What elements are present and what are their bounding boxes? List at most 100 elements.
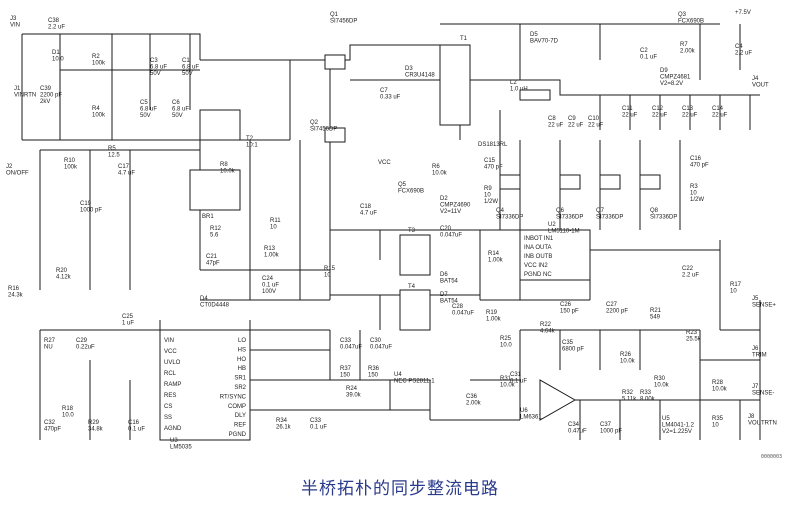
u3-right-pin-label: HS — [238, 347, 246, 353]
label-t1: T1 — [460, 36, 468, 42]
u3-right-pin-label: SR2 — [234, 385, 246, 391]
l2-inductor — [519, 89, 551, 101]
u6-opamp — [539, 379, 577, 421]
u3-controller-ic — [159, 329, 251, 441]
u3-right-pin-label: HB — [238, 366, 246, 372]
u3-right-pin-label: COMP — [228, 404, 246, 410]
q6-mosfet — [559, 174, 581, 190]
u3-right-pin-label: PGND — [229, 432, 247, 438]
label-t3: T3 — [408, 228, 416, 234]
u2-pin-label: VCC IN2 — [524, 263, 548, 269]
label-t4: T4 — [408, 284, 416, 290]
u3-right-pin-label: RT/SYNC — [220, 394, 247, 400]
label-vcc: VCC — [378, 160, 391, 166]
u3-left-pin-label: VCC — [164, 349, 177, 355]
u3-right-pin-label: LO — [238, 338, 246, 344]
u2-driver-ic — [519, 229, 591, 281]
q7-mosfet — [599, 174, 621, 190]
u3-right-pin-label: REF — [234, 423, 246, 429]
u3-right-pin-label: DLY — [235, 413, 246, 419]
u3-left-pin-label: RCL — [164, 371, 177, 377]
q8-mosfet — [639, 174, 661, 190]
u3-right-pin-label: HO — [237, 357, 246, 363]
br1-bridge — [189, 169, 241, 211]
components — [159, 44, 661, 441]
u3-left-pin-label: CS — [164, 404, 172, 410]
q2-mosfet — [324, 127, 346, 143]
u2-pin-label: INBOT IN1 — [524, 236, 554, 242]
t4-transformer — [399, 289, 431, 331]
